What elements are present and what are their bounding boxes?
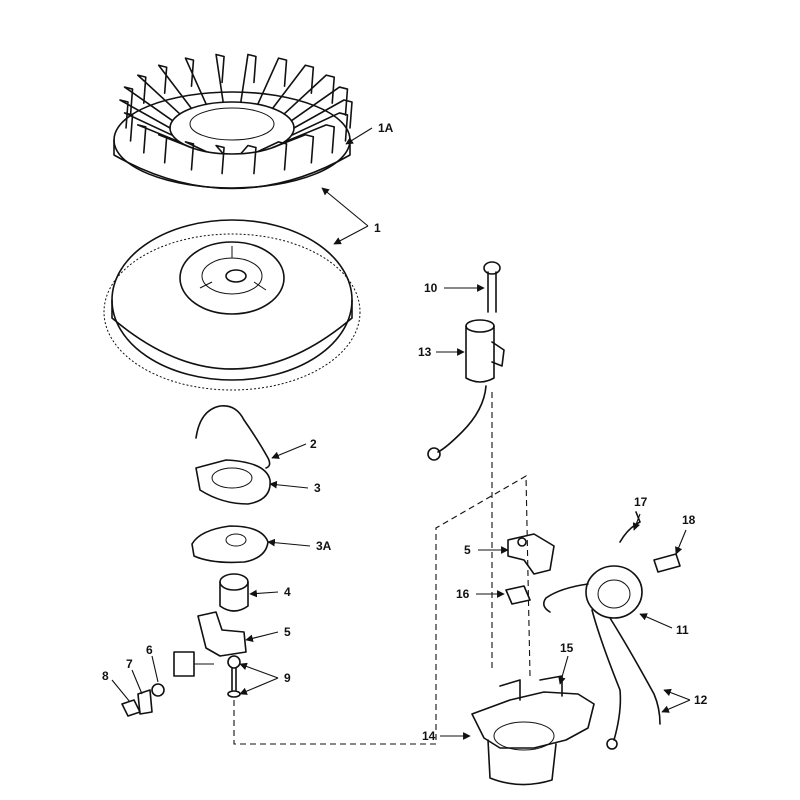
fan-fin (293, 99, 353, 129)
screw-washer (227, 655, 241, 698)
callout-17: 17 (634, 495, 648, 509)
leader-lines (111, 127, 691, 740)
callout-18: 18 (682, 513, 696, 527)
alignment-line-left (233, 475, 531, 745)
fan-fin (136, 124, 181, 154)
mount-plate (195, 459, 271, 505)
felt-pad (191, 525, 269, 564)
callout-16: 16 (456, 587, 470, 601)
bushing (219, 573, 249, 612)
fan-fin (256, 141, 288, 171)
flywheel-fan (113, 53, 353, 190)
flywheel (103, 219, 361, 391)
callout-3: 3 (314, 481, 321, 495)
fan-fin (184, 57, 208, 106)
callout-2: 2 (310, 437, 317, 451)
fan-fin (290, 112, 349, 142)
callout-5-left: 5 (284, 625, 291, 639)
callout-4: 4 (284, 585, 291, 599)
fan-fin (123, 86, 174, 122)
fan-fin (290, 86, 349, 122)
fan-fins (119, 53, 353, 175)
screw-top (483, 261, 501, 313)
callout-7: 7 (126, 657, 133, 671)
callout-10: 10 (424, 281, 438, 295)
spring-clip (195, 404, 271, 469)
fan-fin (283, 124, 336, 154)
fan-fin (215, 53, 225, 104)
fan-fin (215, 144, 225, 175)
small-hardware (121, 651, 214, 717)
fan-fin (119, 99, 171, 129)
condenser (427, 319, 505, 461)
armature-base (471, 675, 595, 786)
fan-fin (184, 141, 208, 171)
contact-bracket (507, 533, 555, 575)
callout-5-right: 5 (464, 543, 471, 557)
small-block (505, 585, 531, 605)
fan-fin (157, 64, 193, 110)
fan-fin (271, 64, 315, 110)
fan-fin (123, 112, 174, 142)
breaker-arm-left (197, 611, 247, 657)
fan-fin (240, 144, 257, 175)
callout-3A: 3A (316, 539, 332, 553)
callout-8: 8 (102, 669, 109, 683)
fan-fin (240, 53, 257, 104)
fan-fin (271, 133, 315, 164)
fan-fin (283, 74, 336, 115)
callout-13: 13 (418, 345, 432, 359)
fan-fin (256, 57, 288, 106)
callout-14: 14 (422, 729, 436, 743)
callout-15: 15 (560, 641, 574, 655)
wire-clip (619, 511, 641, 543)
ignition-coil (542, 565, 661, 750)
callout-1A: 1A (378, 121, 394, 135)
fan-fin (136, 74, 181, 115)
callout-12: 12 (694, 693, 708, 707)
tab-clip (653, 553, 681, 573)
callout-6: 6 (146, 643, 153, 657)
callout-labels: 1A 1 2 3 3A 4 5 6 7 8 9 10 13 5 16 17 18… (102, 121, 708, 743)
callout-9: 9 (284, 671, 291, 685)
callout-11: 11 (676, 623, 689, 637)
callout-1: 1 (374, 221, 381, 235)
